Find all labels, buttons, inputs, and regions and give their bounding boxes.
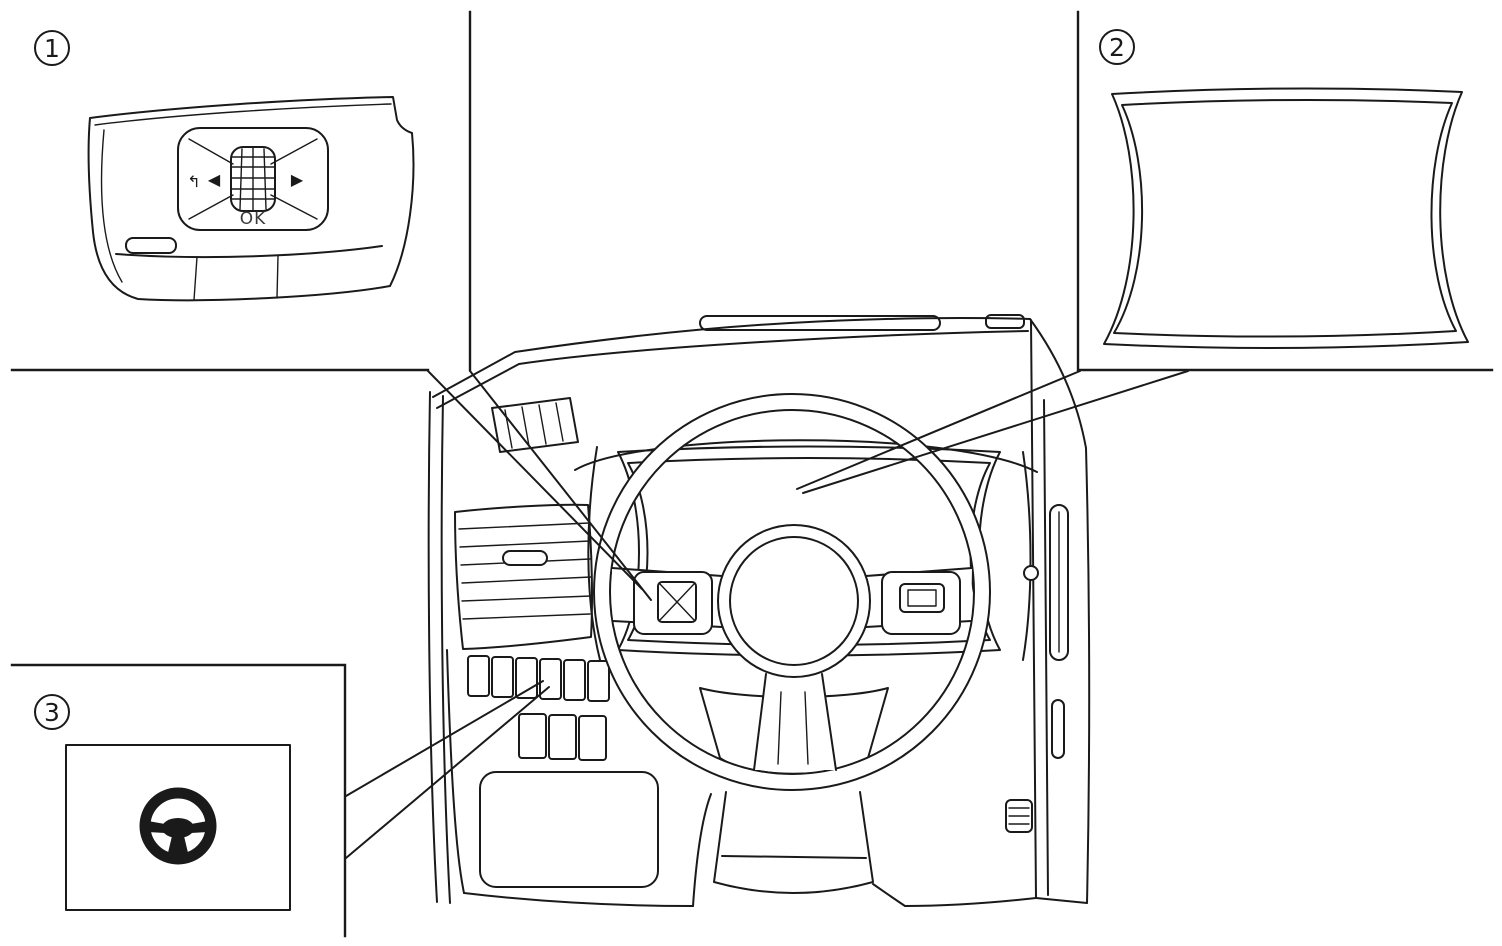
dash-switch-row xyxy=(467,655,610,702)
steering-wheel-hub xyxy=(717,524,871,678)
console-slot xyxy=(1051,699,1065,759)
callout-2-marker xyxy=(1099,29,1135,65)
left-air-vent-slats xyxy=(458,522,592,620)
display-screen-outline xyxy=(1113,98,1457,338)
instrument-display-detail xyxy=(1103,87,1469,350)
callout-1-marker xyxy=(34,30,70,66)
four-way-pad xyxy=(177,127,329,231)
callout-2-leader xyxy=(796,370,1189,494)
heated-steering-wheel-switch-detail xyxy=(65,744,291,911)
speaker-grille xyxy=(491,397,579,453)
center-console-edge xyxy=(1030,319,1037,899)
callout-3-number: 3 xyxy=(44,698,60,727)
right-spoke-switch-pod xyxy=(881,571,961,635)
callout-3-marker xyxy=(34,694,70,730)
callout-1-leader xyxy=(427,370,652,601)
callout-1-box-border xyxy=(10,10,472,372)
dash-switch-row-lower xyxy=(518,713,607,761)
dash-top-edge xyxy=(432,317,1031,398)
display-bezel-outline xyxy=(1103,87,1469,350)
right-arrow-icon: ▶ xyxy=(291,170,304,189)
cluster-hood xyxy=(574,439,1038,473)
ok-label: OK xyxy=(240,209,267,229)
console-knob xyxy=(1023,565,1039,581)
dash-top-inner-edge xyxy=(436,330,1029,409)
defroster-vent xyxy=(699,315,941,331)
callout-3: 3 xyxy=(10,663,550,938)
console-side-vent xyxy=(1049,504,1069,661)
return-arrow-icon: ↰ xyxy=(187,172,200,191)
steering-wheel-rim xyxy=(593,393,991,791)
dashboard-illustration xyxy=(427,314,1091,907)
steering-wheel-icon xyxy=(139,787,217,865)
callout-3-leader xyxy=(345,680,550,859)
callout-1-number: 1 xyxy=(44,34,60,63)
callout-2: 2 xyxy=(796,10,1494,494)
pod-lower-button xyxy=(125,237,177,254)
left-arrow-icon: ◀ xyxy=(208,170,221,189)
steering-column xyxy=(713,791,874,894)
console-right-edge xyxy=(1085,447,1091,904)
vent-slider xyxy=(502,550,548,566)
lower-dash-edge xyxy=(446,649,465,894)
switch-pod-body xyxy=(87,96,415,302)
callout-2-box-border xyxy=(1076,10,1494,372)
door-edge xyxy=(427,391,438,903)
console-button xyxy=(1005,799,1033,833)
callout-2-number: 2 xyxy=(1109,33,1125,62)
left-air-vent xyxy=(454,503,593,650)
bottom-spoke xyxy=(754,674,836,770)
storage-pocket xyxy=(479,771,659,888)
callout-1: 1 ↰ ◀ ▶ OK xyxy=(10,10,652,601)
switch-face xyxy=(65,744,291,911)
steering-switch-detail: ↰ ◀ ▶ OK xyxy=(87,96,415,302)
callout-3-box-border xyxy=(10,663,347,938)
steering-wheel xyxy=(593,393,991,791)
defroster-vent-small xyxy=(985,314,1025,329)
scroll-dial-icon xyxy=(230,146,276,212)
